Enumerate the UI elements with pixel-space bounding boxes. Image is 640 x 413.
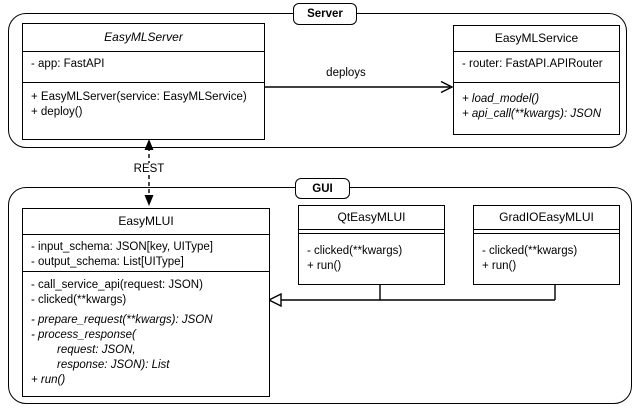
server-package-tab: Server — [293, 3, 357, 25]
class-attributes: - input_schema: JSON[key, UIType] - outp… — [23, 235, 269, 272]
class-attributes: - router: FastAPI.APIRouter — [454, 52, 619, 83]
class-title: QtEasyMLUI — [299, 206, 444, 230]
class-method: + run() — [307, 260, 342, 272]
class-title: EasyMLUI — [23, 209, 269, 235]
class-attribute: - input_schema: JSON[key, UIType] — [31, 241, 213, 253]
class-attribute: - output_schema: List[UIType] — [31, 256, 184, 268]
server-package-label: Server — [307, 8, 343, 20]
class-attributes-empty — [299, 230, 444, 234]
class-easymlui: EasyMLUI - input_schema: JSON[key, UITyp… — [22, 208, 270, 397]
class-method: + EasyMLServer(service: EasyMLService) — [31, 91, 247, 103]
rest-label: REST — [128, 163, 170, 175]
class-method: - process_response( — [31, 329, 136, 341]
class-attributes: - app: FastAPI — [23, 52, 264, 83]
class-method: - clicked(**kwargs) — [31, 294, 127, 306]
class-method: + api_call(**kwargs): JSON — [462, 108, 602, 120]
inheritance-arrow-icon — [267, 283, 556, 308]
class-methods: + EasyMLServer(service: EasyMLService) +… — [23, 83, 264, 139]
class-method: + run() — [31, 374, 66, 386]
class-method: - call_service_api(request: JSON) — [31, 279, 203, 291]
class-method: response: JSON): List — [57, 359, 170, 371]
deploys-arrow-icon — [263, 80, 454, 94]
class-methods: - clicked(**kwargs) + run() — [474, 234, 619, 284]
class-easymlserver: EasyMLServer - app: FastAPI + EasyMLServ… — [22, 23, 265, 140]
class-methods: + load_model() + api_call(**kwargs): JSO… — [454, 83, 619, 134]
class-attribute: - router: FastAPI.APIRouter — [462, 58, 603, 70]
class-title: EasyMLService — [454, 26, 619, 52]
class-method: - clicked(**kwargs) — [307, 245, 403, 257]
class-gradioeasymlui: GradIOEasyMLUI - clicked(**kwargs) + run… — [473, 205, 620, 285]
class-title: GradIOEasyMLUI — [474, 206, 619, 230]
class-attribute: - app: FastAPI — [31, 58, 105, 70]
gui-package-label: GUI — [312, 182, 333, 195]
class-method: request: JSON, — [57, 344, 136, 356]
deploys-label: deploys — [326, 67, 366, 79]
class-attributes-empty — [474, 230, 619, 234]
rest-arrow-icon — [144, 139, 154, 206]
class-qteasymlui: QtEasyMLUI - clicked(**kwargs) + run() — [298, 205, 445, 285]
class-methods: - clicked(**kwargs) + run() — [299, 234, 444, 284]
class-method: + load_model() — [462, 93, 540, 105]
gui-package-tab: GUI — [295, 178, 350, 199]
class-easymlservice: EasyMLService - router: FastAPI.APIRoute… — [453, 25, 620, 135]
class-method: + deploy() — [31, 106, 83, 118]
class-title: EasyMLServer — [23, 24, 264, 52]
class-method: - prepare_request(**kwargs): JSON — [31, 314, 213, 326]
class-method: + run() — [482, 260, 517, 272]
class-methods: - call_service_api(request: JSON) - clic… — [23, 272, 269, 396]
class-method: - clicked(**kwargs) — [482, 245, 578, 257]
